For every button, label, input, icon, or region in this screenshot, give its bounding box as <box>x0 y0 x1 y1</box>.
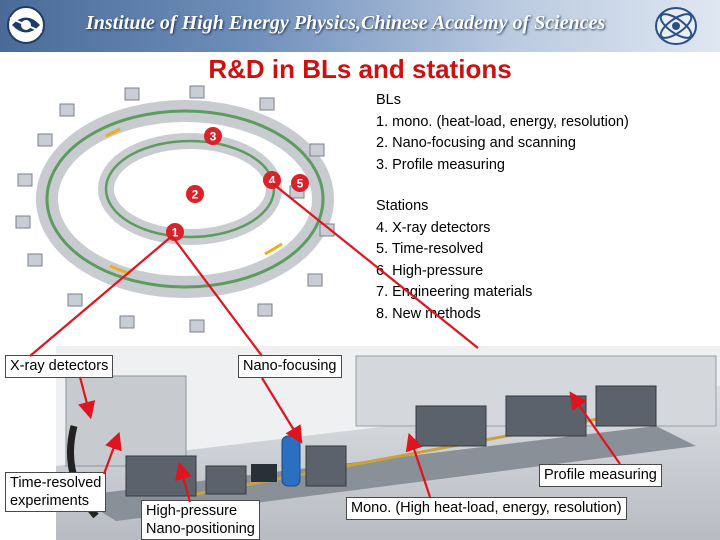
ihep-logo-icon <box>7 6 45 44</box>
bls-item-3: 3. Profile measuring <box>376 156 505 173</box>
institute-title: Institute of High Energy Physics,Chinese… <box>86 12 606 34</box>
storage-ring-diagram <box>15 85 335 333</box>
bls-list: BLs 1. mono. (heat-load, energy, resolut… <box>376 90 629 176</box>
header-band: Institute of High Energy Physics,Chinese… <box>0 0 720 52</box>
bls-heading: BLs <box>376 92 401 108</box>
stations-heading: Stations <box>376 198 429 214</box>
atom-logo-icon <box>655 7 697 45</box>
stations-item-5: 5. Time-resolved <box>376 241 484 257</box>
slide-title: R&D in BLs and stations <box>208 54 512 84</box>
label-high-pressure: High-pressure Nano-positioning <box>141 500 260 540</box>
bls-item-1: 1. mono. (heat-load, energy, resolution) <box>376 113 629 130</box>
label-profile-measuring: Profile measuring <box>539 464 662 487</box>
bls-item-2: 2. Nano-focusing and scanning <box>376 135 576 151</box>
label-xray-detectors: X-ray detectors <box>5 355 114 378</box>
label-mono: Mono. (High heat-load, energy, resolutio… <box>346 497 627 520</box>
label-time-resolved: Time-resolved experiments <box>5 472 107 512</box>
stations-item-6: 6. High-pressure <box>376 262 484 279</box>
stations-item-8: 8. New methods <box>376 305 481 322</box>
label-nano-focusing: Nano-focusing <box>238 355 342 378</box>
stations-list: Stations 4. X-ray detectors 5. Time-reso… <box>376 196 532 325</box>
stations-item-7: 7. Engineering materials <box>376 284 533 300</box>
stations-item-4: 4. X-ray detectors <box>376 219 491 236</box>
